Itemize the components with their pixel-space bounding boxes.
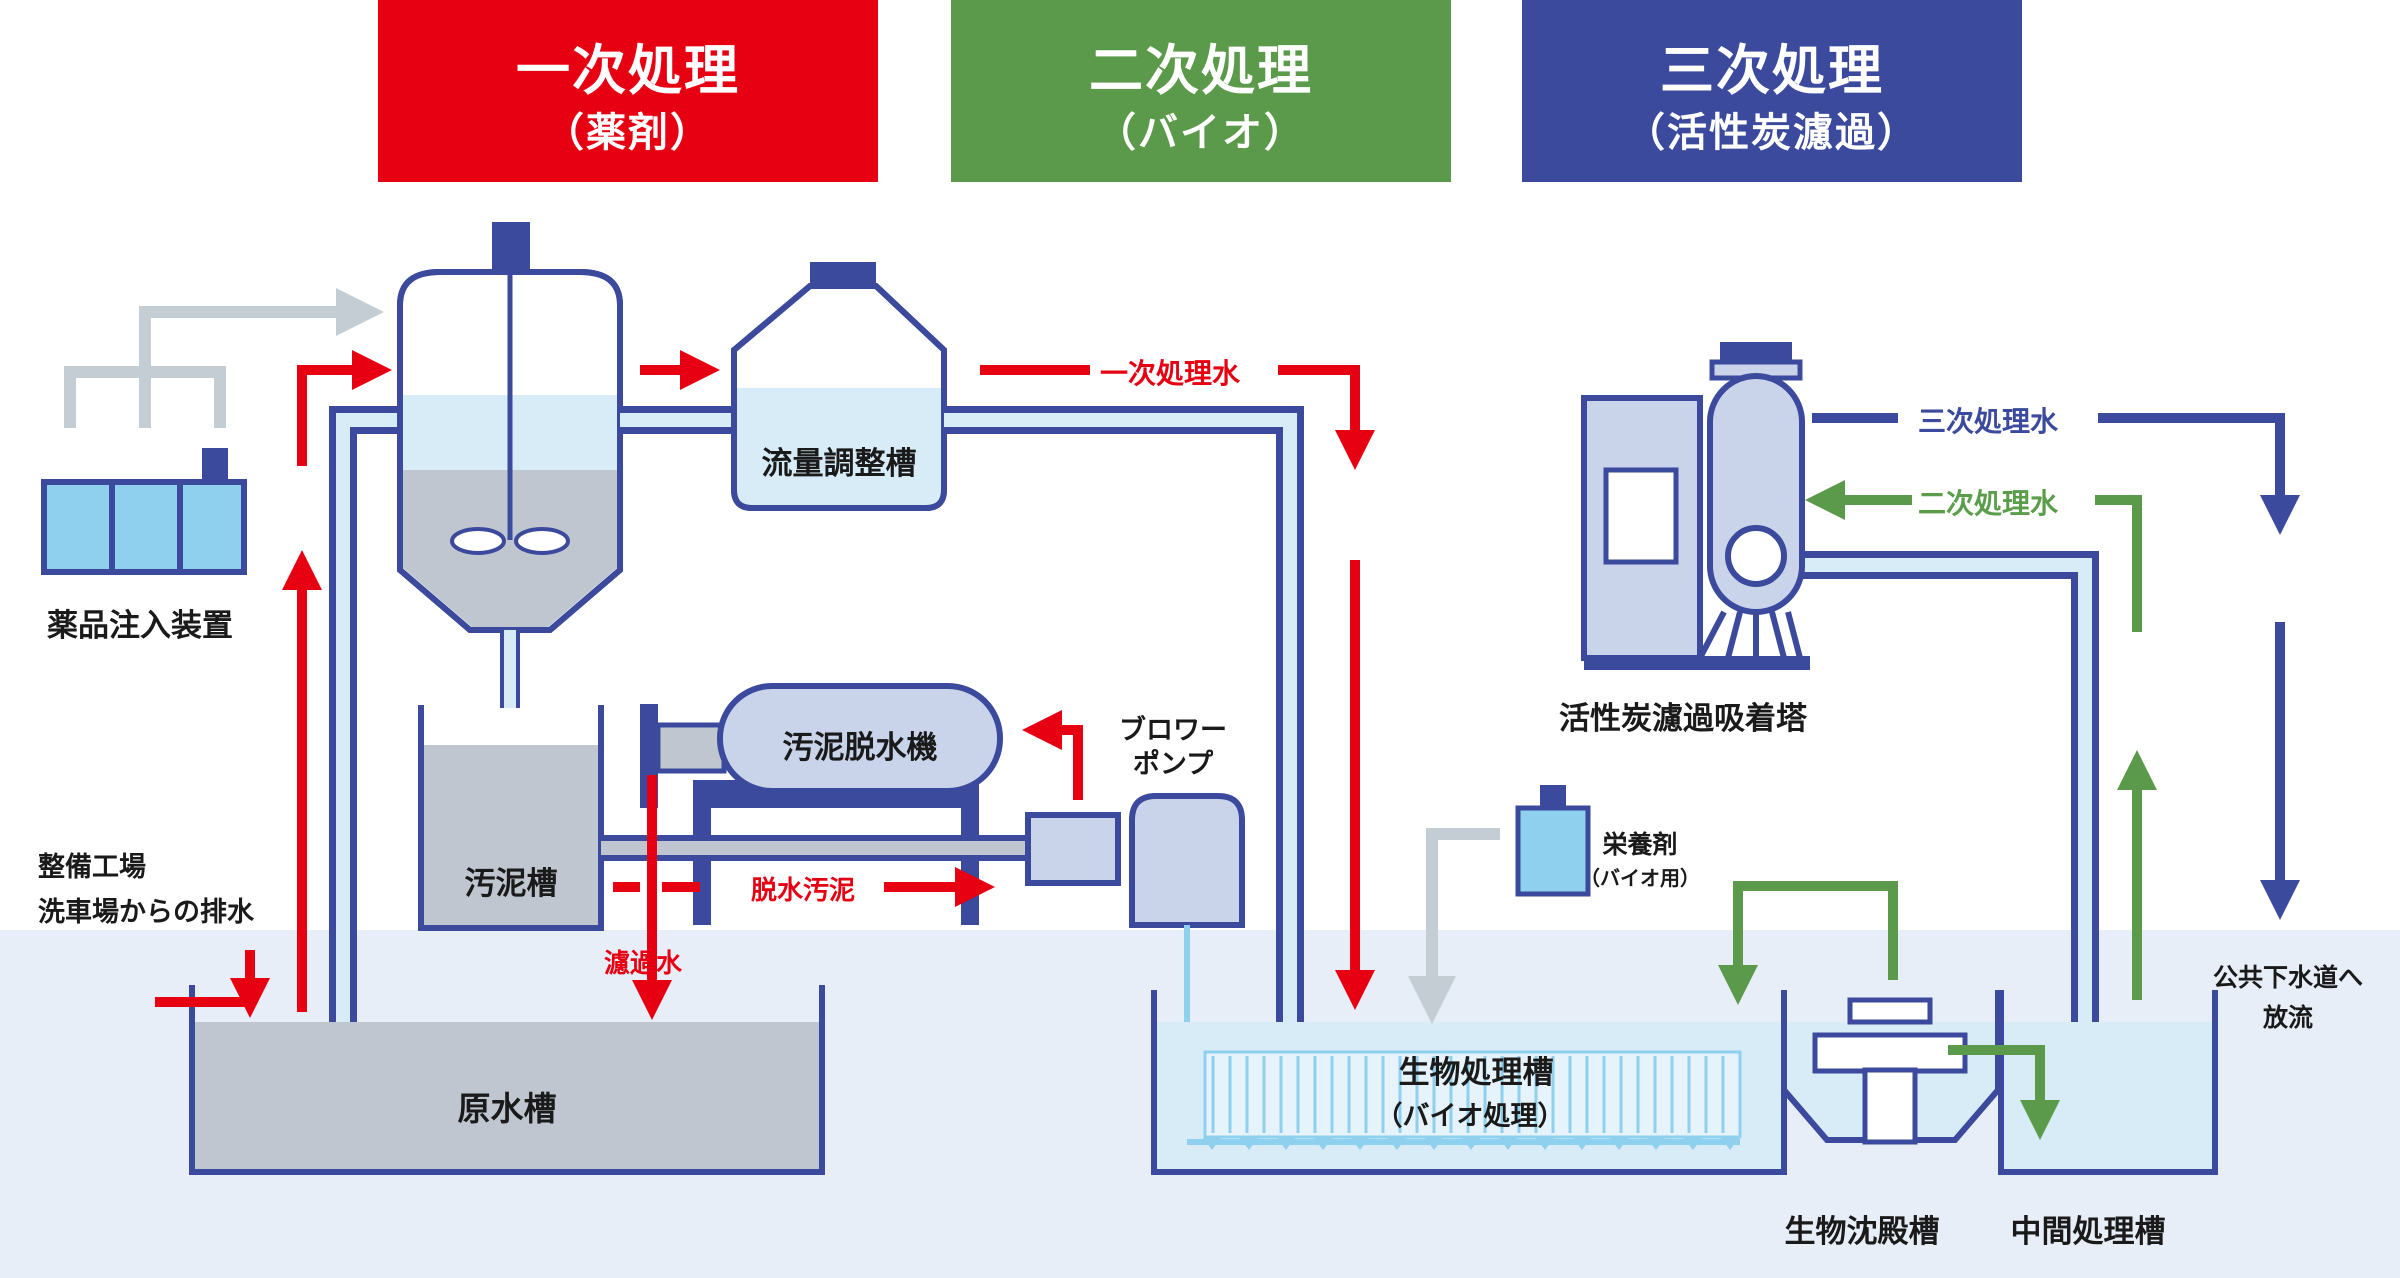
middle-tank-label: 中間処理槽 xyxy=(2010,1214,2166,1250)
diffuser-nozzle xyxy=(1684,1138,1702,1150)
diffuser-nozzle xyxy=(1240,1138,1258,1150)
nutrient-label: 栄養剤 xyxy=(1602,830,1678,859)
flow-tank-graphic xyxy=(731,262,947,511)
secondary-water-label: 二次処理水 xyxy=(1918,487,2059,520)
carbon-tower-graphic xyxy=(1581,342,1810,670)
primary-treatment-header: 一次処理 （薬剤） xyxy=(378,0,878,182)
diffuser-nozzle xyxy=(1499,1138,1517,1150)
diffuser-nozzle xyxy=(1277,1138,1295,1150)
bio-tank-label: 生物処理槽 xyxy=(1398,1055,1554,1091)
tertiary-treatment-header: 三次処理 （活性炭濾過） xyxy=(1522,0,2022,182)
dewatered-sludge-label: 脱水汚泥 xyxy=(751,876,856,906)
diffuser-nozzle xyxy=(1536,1138,1554,1150)
pump-unit xyxy=(1025,812,1121,886)
diffuser-nozzle xyxy=(1388,1138,1406,1150)
sludge-pipe xyxy=(601,835,1031,861)
blower-label-line1: ブロワー xyxy=(1119,715,1227,746)
diffuser-nozzle xyxy=(1610,1138,1628,1150)
diffuser-nozzle xyxy=(1721,1138,1739,1150)
diffuser-nozzle xyxy=(1573,1138,1591,1150)
raw-water-tank-graphic xyxy=(189,985,825,1175)
carbon-tower-label: 活性炭濾過吸着塔 xyxy=(1559,701,1807,737)
diffusers xyxy=(1203,1138,1739,1150)
diffuser-nozzle xyxy=(1647,1138,1665,1150)
raw-water-tank-label: 原水槽 xyxy=(457,1089,557,1128)
settling-tank-label: 生物沈殿槽 xyxy=(1784,1214,1940,1250)
nutrient-sublabel: （バイオ用） xyxy=(1580,866,1700,890)
bio-media xyxy=(1211,1056,1725,1133)
sludge-tank-graphic xyxy=(418,705,604,931)
flow-to-bio-pipe xyxy=(944,406,1304,1022)
blower-label-line2: ポンプ xyxy=(1132,749,1214,780)
primary-water-label: 一次処理水 xyxy=(1100,357,1241,390)
diffuser-nozzle xyxy=(1425,1138,1443,1150)
diffuser-nozzle xyxy=(1314,1138,1332,1150)
diffuser-nozzle xyxy=(1203,1138,1221,1150)
mixing-tank-graphic xyxy=(397,222,623,708)
secondary-arrows xyxy=(1718,480,2157,1140)
bio-tank-sublabel: （バイオ処理） xyxy=(1375,1101,1565,1132)
flow-tank-label: 流量調整槽 xyxy=(761,446,917,482)
bio-tank-graphic xyxy=(1151,990,1787,1175)
discharge-label-line2: 放流 xyxy=(2262,1003,2314,1032)
tertiary-water-label: 三次処理水 xyxy=(1918,405,2059,438)
raw-to-mixer-pipe xyxy=(329,406,400,1022)
inflow-label-line1: 整備工場 xyxy=(38,852,146,883)
secondary-treatment-title: 二次処理 xyxy=(1089,39,1313,102)
chemical-injector-graphic xyxy=(41,288,384,575)
tertiary-arrows xyxy=(1812,413,2300,920)
filtrate-label: 濾過水 xyxy=(604,949,683,979)
inflow-label-line2: 洗車場からの排水 xyxy=(38,897,254,928)
discharge-label-line1: 公共下水道へ xyxy=(2212,963,2364,992)
sludge-tank-label: 汚泥槽 xyxy=(464,866,558,902)
primary-treatment-title: 一次処理 xyxy=(516,39,740,102)
chemical-injector-label: 薬品注入装置 xyxy=(47,608,233,644)
diffuser-nozzle xyxy=(1351,1138,1369,1150)
tertiary-treatment-title: 三次処理 xyxy=(1660,39,1884,102)
secondary-treatment-subtitle: （バイオ） xyxy=(1096,110,1306,156)
nutrient-graphic xyxy=(1408,785,1591,1024)
diffuser-nozzle xyxy=(1462,1138,1480,1150)
sludge-dewater-label: 汚泥脱水機 xyxy=(782,730,938,766)
middle-to-tower-pipe xyxy=(1790,551,2099,1022)
tertiary-treatment-subtitle: （活性炭濾過） xyxy=(1625,110,1919,156)
secondary-treatment-header: 二次処理 （バイオ） xyxy=(951,0,1451,182)
primary-arrows xyxy=(155,350,1375,1020)
primary-treatment-subtitle: （薬剤） xyxy=(544,110,712,156)
